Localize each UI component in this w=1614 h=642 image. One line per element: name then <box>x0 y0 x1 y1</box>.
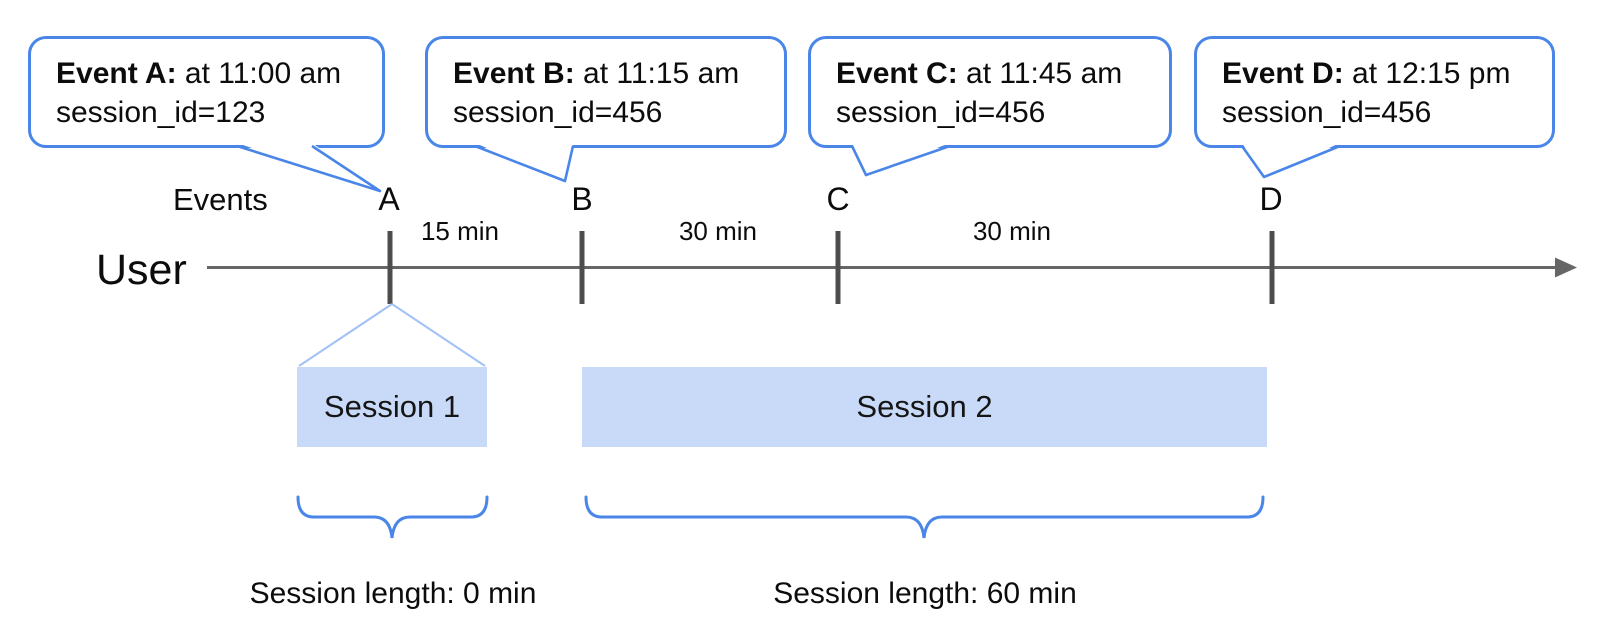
event-b-session-id: session_id=456 <box>453 96 663 129</box>
event-a-session-id: session_id=123 <box>56 96 266 129</box>
timeline-arrowhead-icon <box>1555 257 1577 278</box>
event-d-session-id: session_id=456 <box>1222 96 1432 129</box>
event-d-name: Event D: <box>1222 57 1344 90</box>
callout-tail-b-icon <box>474 143 575 183</box>
session-1-length-label: Session length: 0 min <box>249 577 537 610</box>
marker-label-b: B <box>571 181 593 217</box>
callout-event-b: Event B: at 11:15 am session_id=456 <box>425 36 787 148</box>
event-c-session-id: session_id=456 <box>836 96 1046 129</box>
marker-label-c: C <box>826 181 850 217</box>
session-2-label: Session 2 <box>856 389 993 424</box>
session-1-box: Session 1 <box>297 367 487 447</box>
event-d-detail: at 12:15 pm <box>1352 57 1511 90</box>
callout-event-c: Event C: at 11:45 am session_id=456 <box>808 36 1172 148</box>
interval-label-c-d: 30 min <box>972 216 1052 246</box>
brace-session-2-icon <box>584 495 1265 539</box>
marker-label-a: A <box>378 181 400 217</box>
brace-session-1-icon <box>296 495 489 539</box>
event-a-name: Event A: <box>56 57 177 90</box>
session-1-label: Session 1 <box>323 389 461 424</box>
session-2-box: Session 2 <box>582 367 1267 447</box>
event-b-name: Event B: <box>453 57 575 90</box>
funnel-lines-session-1 <box>298 303 486 367</box>
interval-label-b-c: 30 min <box>678 216 758 246</box>
callout-tail-a-icon <box>236 143 382 193</box>
interval-label-a-b: 15 min <box>420 216 500 246</box>
event-a-detail: at 11:00 am <box>184 57 342 90</box>
marker-label-d: D <box>1259 181 1283 217</box>
session-2-length-label: Session length: 60 min <box>773 577 1077 610</box>
callout-tail-d-icon <box>1240 143 1341 179</box>
events-axis-label: Events <box>173 182 268 217</box>
callout-tail-c-icon <box>850 143 951 177</box>
callout-event-a: Event A: at 11:00 am session_id=123 <box>28 36 385 148</box>
callout-event-d: Event D: at 12:15 pm session_id=456 <box>1194 36 1555 148</box>
event-b-detail: at 11:15 am <box>583 57 740 90</box>
event-c-detail: at 11:45 am <box>966 57 1123 90</box>
event-c-name: Event C: <box>836 57 958 90</box>
user-row-label: User <box>96 246 187 294</box>
